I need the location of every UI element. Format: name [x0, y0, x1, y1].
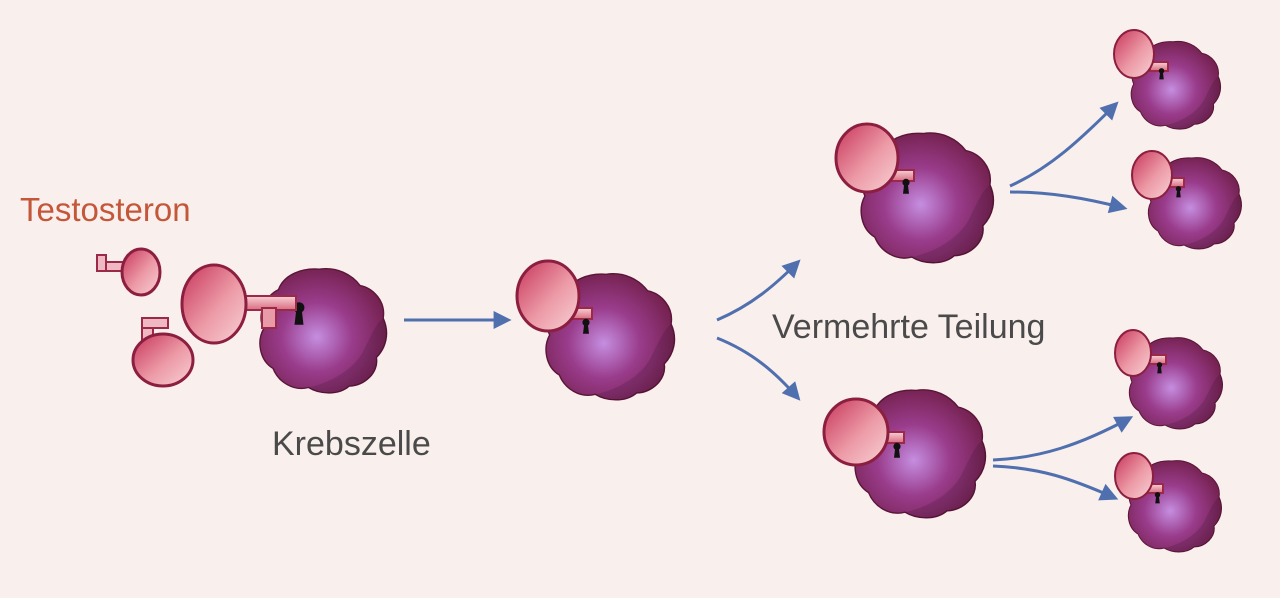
- granddaughter-cell-1: [1113, 29, 1222, 130]
- testosterone-key-stage-1: [180, 263, 297, 345]
- granddaughter-cell-3: [1114, 329, 1223, 430]
- arrow-icon-split-down: [716, 336, 801, 401]
- daughter-cell-top: [834, 122, 995, 264]
- free-testosterone-key-1: [96, 247, 162, 297]
- testosteron-label: Testosteron: [20, 191, 191, 228]
- arrow-icon-top-down: [1009, 190, 1128, 214]
- arrow-icon-top-up: [1009, 101, 1119, 188]
- arrow-icon-bottom-up: [992, 416, 1134, 462]
- free-testosterone-key-2: [131, 317, 195, 388]
- arrow-icon-bottom-down: [992, 464, 1119, 501]
- arrows: [404, 101, 1134, 501]
- krebszelle-label: Krebszelle: [272, 425, 431, 463]
- granddaughter-cell-4: [1114, 452, 1222, 553]
- arrow-icon-split-up: [716, 259, 801, 322]
- bound-key-stage-2: [515, 259, 593, 334]
- vermehrte-teilung-label: Vermehrte Teilung: [772, 308, 1046, 346]
- cancer-cell-stage-1: [259, 267, 388, 394]
- granddaughter-cell-2: [1131, 150, 1243, 250]
- daughter-cell-bottom: [822, 389, 987, 519]
